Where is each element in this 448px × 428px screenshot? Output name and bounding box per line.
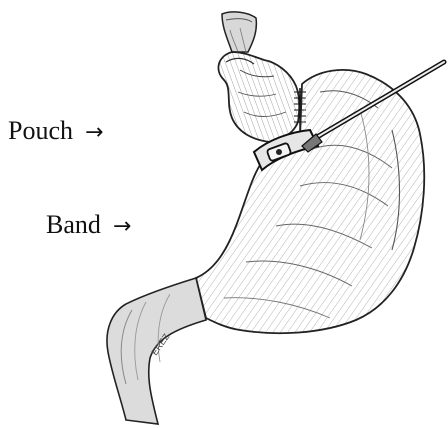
band-buckle-pin [276,149,282,155]
stomach-pouch [218,52,299,142]
esophagus [222,12,256,52]
